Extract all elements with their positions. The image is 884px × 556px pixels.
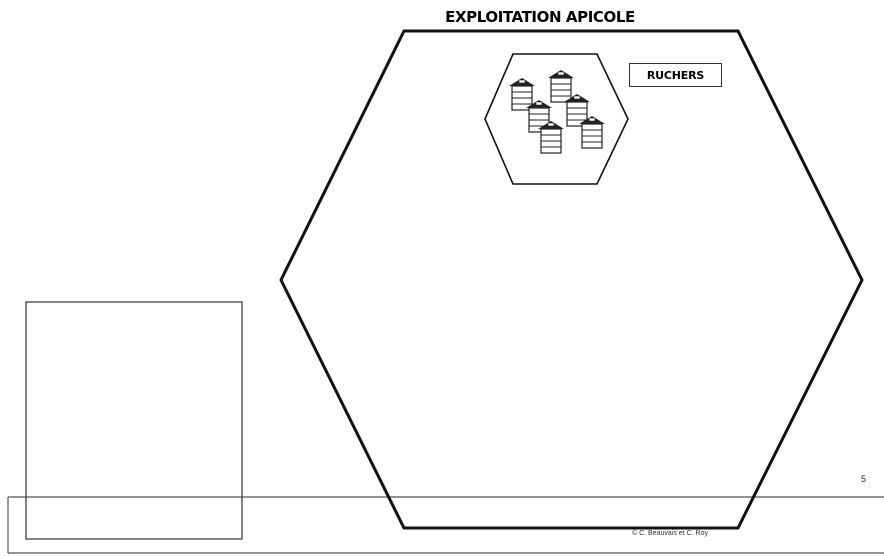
beehive-cluster-icon	[508, 69, 606, 154]
empty-box	[25, 301, 243, 540]
apiary-hexagon	[484, 53, 629, 185]
apiary-label: RUCHERS	[629, 63, 722, 87]
page-number: 5	[861, 474, 867, 484]
farm-hexagon	[279, 29, 864, 530]
page-title: EXPLOITATION APICOLE	[445, 8, 635, 26]
copyright-notice: © C. Beauvais et C. Roy	[632, 530, 708, 537]
